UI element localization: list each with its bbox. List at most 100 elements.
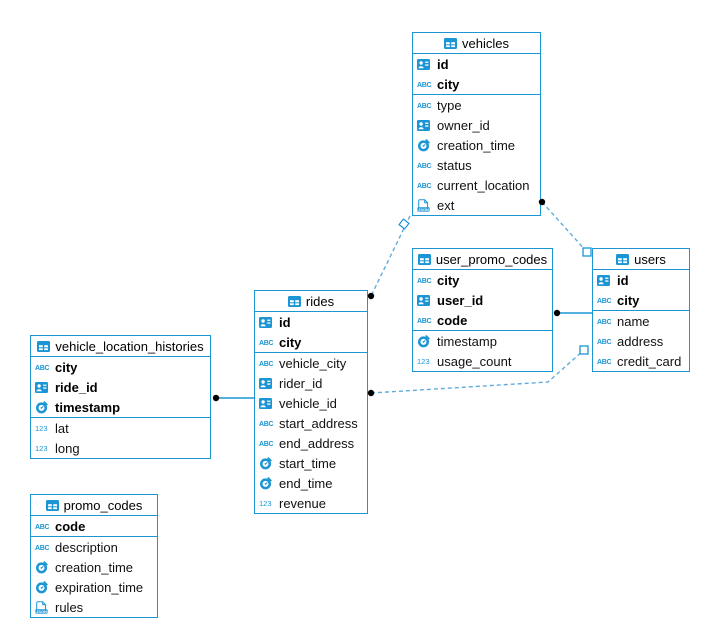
column-label: ride_id <box>55 379 98 395</box>
column-row-owner_id[interactable]: owner_id <box>413 115 540 135</box>
clock-icon <box>35 560 53 574</box>
column-label: city <box>437 272 460 288</box>
column-label: current_location <box>437 177 530 193</box>
column-row-creation_time[interactable]: creation_time <box>31 557 157 577</box>
svg-text:ABC: ABC <box>259 421 274 428</box>
clock-icon <box>417 334 435 348</box>
relationship-vehicles-rides[interactable] <box>367 215 411 300</box>
text-icon: ABC <box>417 79 435 89</box>
table-header[interactable]: promo_codes <box>31 495 157 516</box>
relationship-user_promo_codes-users[interactable] <box>553 309 592 317</box>
id-icon <box>259 316 277 328</box>
clock-icon <box>35 400 53 414</box>
table-header[interactable]: user_promo_codes <box>413 249 552 270</box>
column-label: vehicle_city <box>279 355 347 371</box>
table-header[interactable]: vehicle_location_histories <box>31 336 210 357</box>
dot-marker <box>367 292 375 300</box>
svg-text:ABC: ABC <box>597 359 612 366</box>
column-row-expiration_time[interactable]: expiration_time <box>31 577 157 597</box>
square-marker <box>579 345 589 355</box>
column-label: status <box>437 157 472 173</box>
column-row-start_address[interactable]: ABC start_address <box>255 413 367 433</box>
column-label: start_address <box>279 415 358 431</box>
text-icon: ABC <box>35 362 53 372</box>
column-label: lat <box>55 420 69 436</box>
id-icon <box>417 58 435 70</box>
column-label: end_time <box>279 475 333 491</box>
column-row-description[interactable]: ABC description <box>31 537 157 557</box>
svg-text:ABC: ABC <box>417 163 432 170</box>
id-icon <box>417 294 435 306</box>
column-label: start_time <box>279 455 337 471</box>
column-label: owner_id <box>437 117 490 133</box>
svg-text:123: 123 <box>417 357 430 366</box>
column-label: id <box>617 272 629 288</box>
svg-text:123: 123 <box>259 499 272 508</box>
column-row-lat[interactable]: 123 lat <box>31 418 210 438</box>
clock-icon <box>35 580 53 594</box>
text-icon: ABC <box>417 180 435 190</box>
column-row-status[interactable]: ABC status <box>413 155 540 175</box>
column-label: description <box>55 539 118 555</box>
column-row-ride_id[interactable]: ride_id <box>31 377 210 397</box>
svg-text:123: 123 <box>35 424 48 433</box>
column-row-id[interactable]: id <box>413 54 540 74</box>
number-icon: 123 <box>35 443 53 453</box>
table-header[interactable]: rides <box>255 291 367 312</box>
column-label: timestamp <box>55 399 121 415</box>
relationship-vehicle_location_histories-rides[interactable] <box>212 394 254 402</box>
json-icon: JSON <box>417 198 435 212</box>
svg-text:ABC: ABC <box>35 545 50 552</box>
column-row-timestamp[interactable]: timestamp <box>413 331 552 351</box>
column-row-rider_id[interactable]: rider_id <box>255 373 367 393</box>
column-row-id[interactable]: id <box>593 270 689 290</box>
column-label: city <box>279 334 302 350</box>
table-title: vehicle_location_histories <box>55 338 204 354</box>
column-row-vehicle_id[interactable]: vehicle_id <box>255 393 367 413</box>
column-label: end_address <box>279 435 355 451</box>
column-label: city <box>55 359 78 375</box>
table-header[interactable]: users <box>593 249 689 270</box>
column-row-user_id[interactable]: user_id <box>413 290 552 310</box>
column-label: id <box>279 314 291 330</box>
column-row-creation_time[interactable]: creation_time <box>413 135 540 155</box>
table-header[interactable]: vehicles <box>413 33 540 54</box>
column-row-id[interactable]: id <box>255 312 367 332</box>
column-label: timestamp <box>437 333 497 349</box>
column-row-start_time[interactable]: start_time <box>255 453 367 473</box>
dot-marker <box>553 309 561 317</box>
svg-text:ABC: ABC <box>597 298 612 305</box>
column-row-end_time[interactable]: end_time <box>255 473 367 493</box>
diamond-marker <box>398 218 410 230</box>
column-row-timestamp[interactable]: timestamp <box>31 397 210 417</box>
